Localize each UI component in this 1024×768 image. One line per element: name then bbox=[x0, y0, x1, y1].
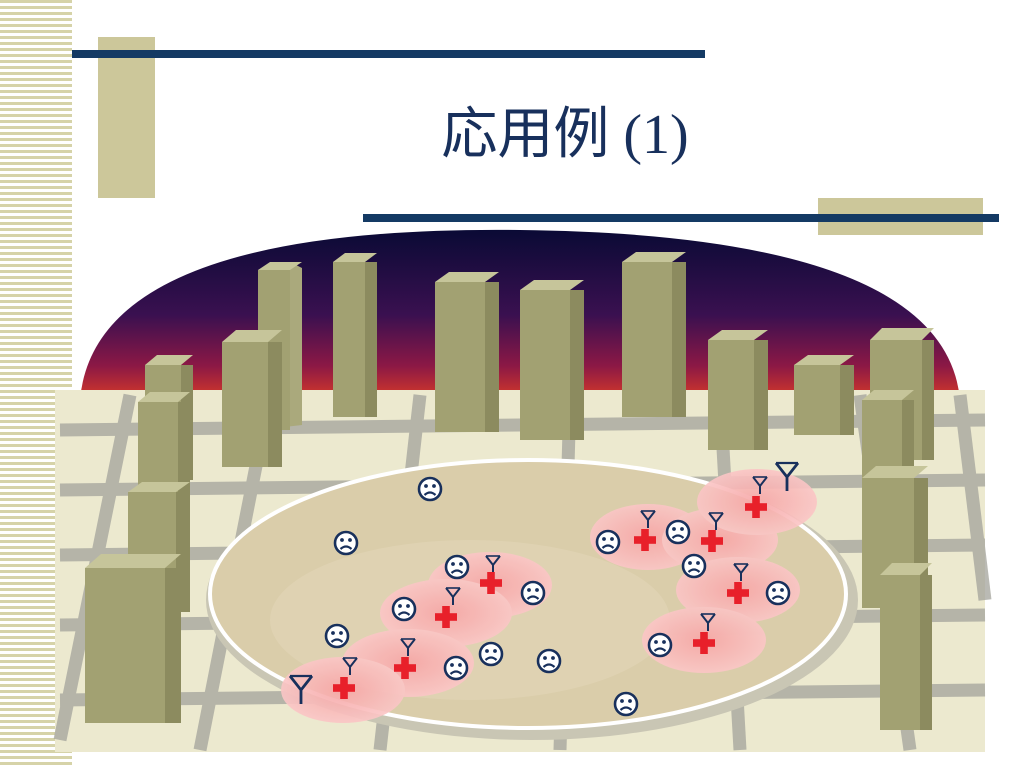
sad-face-icon bbox=[391, 596, 417, 622]
sad-face-icon bbox=[647, 632, 673, 658]
olive-accent-left bbox=[98, 37, 155, 198]
sad-face-icon bbox=[536, 648, 562, 674]
bottom-rule bbox=[363, 214, 999, 222]
buildings-front bbox=[85, 390, 932, 730]
sad-face-icon bbox=[444, 554, 470, 580]
sad-face-icon bbox=[443, 655, 469, 681]
sad-face-icon bbox=[324, 623, 350, 649]
sad-face-icon bbox=[478, 641, 504, 667]
sad-face-icon bbox=[613, 691, 639, 717]
slide-title: 応用例 (1) bbox=[441, 104, 689, 166]
sad-face-icon bbox=[520, 580, 546, 606]
sad-face-icon bbox=[765, 580, 791, 606]
sad-face-icon bbox=[595, 529, 621, 555]
sad-face-icon bbox=[681, 553, 707, 579]
sad-face-icon bbox=[665, 519, 691, 545]
top-rule bbox=[72, 50, 705, 58]
sad-face-icon bbox=[417, 476, 443, 502]
sad-face-icon bbox=[333, 530, 359, 556]
